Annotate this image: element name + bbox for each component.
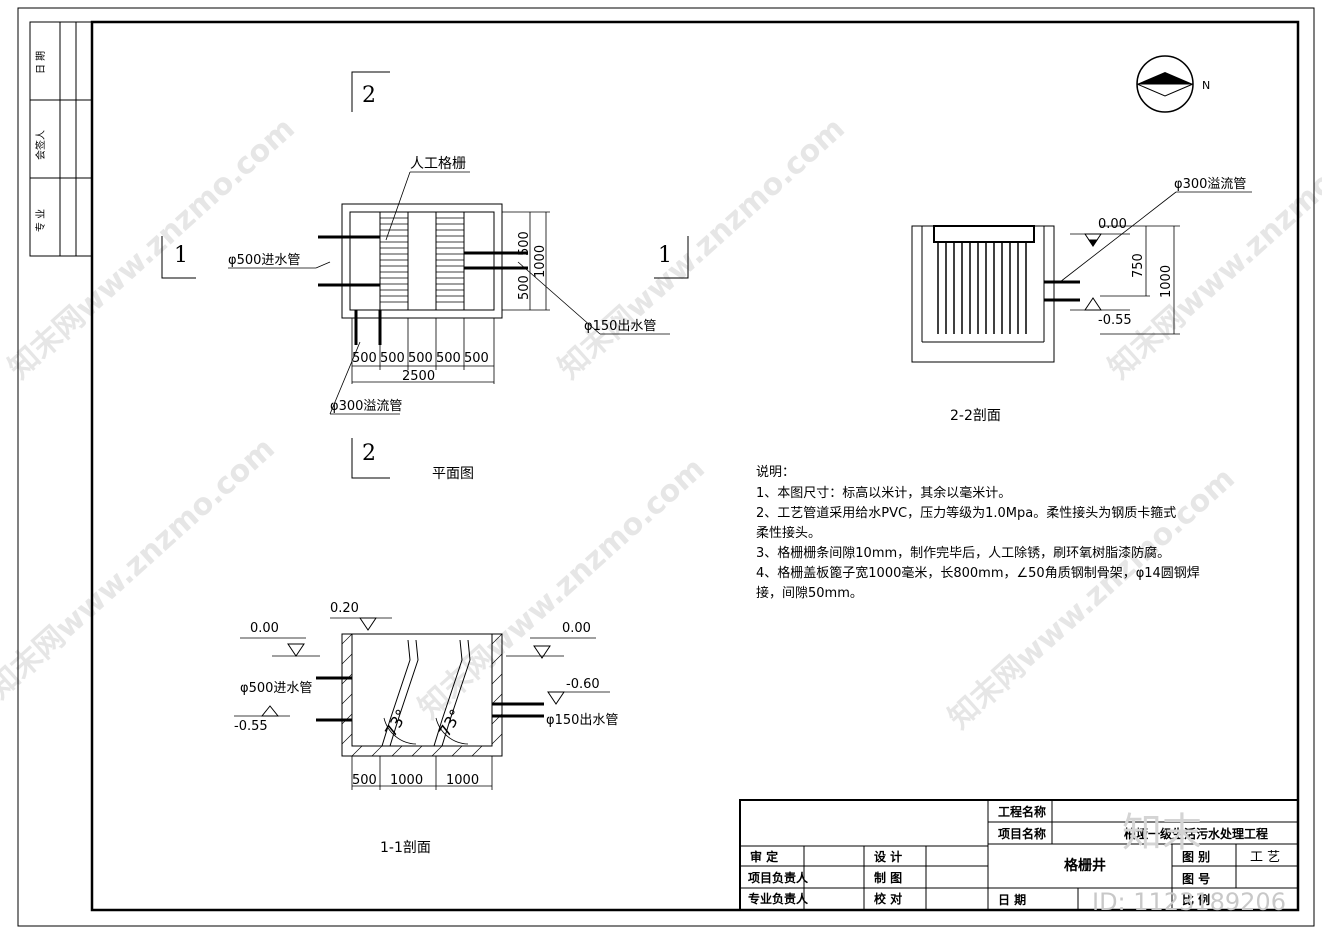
- note-line: 柔性接头。: [756, 525, 821, 541]
- s11-elev-020: 0.20: [330, 601, 359, 616]
- strip-discipline: 专 业: [34, 209, 47, 232]
- plan-labels: 2 2 1 1 人工格栅 φ500进水管 φ150出水管 φ300溢流管 500…: [174, 83, 672, 482]
- watermark: 知末网www.znzmo.com: [552, 111, 852, 386]
- tb-row-label: 校 对: [874, 891, 902, 906]
- dim-2500: 2500: [402, 369, 435, 384]
- plan-view: [161, 71, 689, 479]
- watermark-layer: 知末网www.znzmo.com 知末网www.znzmo.com 知末网www…: [0, 111, 1322, 736]
- grate-label: 人工格栅: [410, 156, 466, 172]
- tb-project-name-label: 工程名称: [998, 804, 1046, 819]
- tb-row-label: 制 图: [874, 870, 902, 885]
- s22-dim-750: 750: [1131, 253, 1146, 278]
- cut-mark-1-left: 1: [174, 243, 188, 268]
- tb-drawing-no-label: 图 号: [1182, 871, 1210, 886]
- s22-elev-bottom: -0.55: [1098, 313, 1132, 328]
- watermark: 知末网www.znzmo.com: [1102, 111, 1322, 386]
- note-line: 2、工艺管道采用给水PVC，压力等级为1.0Mpa。柔性接头为钢质卡箍式: [756, 505, 1176, 521]
- tb-row-label: 专业负责人: [748, 891, 809, 906]
- dim-500: 500: [352, 351, 377, 366]
- cut-mark-1-right: 1: [658, 243, 672, 268]
- watermark: 知末网www.znzmo.com: [0, 431, 282, 706]
- s11-title: 1-1剖面: [380, 840, 431, 856]
- s11-inlet-label: φ500进水管: [240, 681, 312, 696]
- outlet-label: φ150出水管: [584, 319, 656, 334]
- dim-right-500: 500: [517, 275, 532, 300]
- north-arrow: N: [1136, 55, 1210, 113]
- plan-title: 平面图: [432, 466, 474, 482]
- s11-outlet-label: φ150出水管: [546, 713, 618, 728]
- s11-dim-500: 500: [352, 773, 377, 788]
- dim-right-500: 500: [517, 231, 532, 256]
- tb-discipline: 工 艺: [1250, 850, 1280, 865]
- section-1-1-labels: 0.20 0.00 0.00 -0.60 -0.55 φ500进水管 φ150出…: [234, 601, 618, 856]
- notes-block: 说明： 1、本图尺寸：标高以米计，其余以毫米计。 2、工艺管道采用给水PVC，压…: [756, 465, 1200, 601]
- inlet-label: φ500进水管: [228, 253, 300, 268]
- cut-mark-2-top: 2: [362, 83, 376, 108]
- s11-elev-000-right: 0.00: [562, 621, 591, 636]
- tb-item-name-label: 项目名称: [998, 826, 1046, 841]
- s11-dim-1000: 1000: [446, 773, 479, 788]
- tb-item-name: 柏垭一级生活污水处理工程: [1124, 826, 1268, 841]
- watermark: 知末网www.znzmo.com: [412, 451, 712, 726]
- s22-title: 2-2剖面: [950, 408, 1001, 424]
- tb-row-label: 设 计: [874, 849, 902, 864]
- note-line: 4、格栅盖板篦子宽1000毫米，长800mm，∠50角质钢制骨架，φ14圆钢焊: [756, 565, 1200, 581]
- tb-drawing-name: 格栅井: [1064, 857, 1106, 874]
- s22-overflow-label: φ300溢流管: [1174, 177, 1246, 192]
- image-id: ID: 1123189206: [1092, 888, 1286, 916]
- note-line: 接，间隙50mm。: [756, 585, 863, 601]
- dim-500: 500: [380, 351, 405, 366]
- tb-row-label: 审 定: [750, 849, 778, 864]
- tb-scale-label: 比 例: [1182, 892, 1210, 907]
- title-block-labels: 工程名称 项目名称 柏垭一级生活污水处理工程 格栅井 审 定 项目负责人 专业负…: [748, 804, 1280, 907]
- tb-discipline-label: 图 别: [1182, 850, 1210, 864]
- cut-mark-2-bottom: 2: [362, 441, 376, 466]
- s11-dim-1000: 1000: [390, 773, 423, 788]
- overflow-label: φ300溢流管: [330, 399, 402, 414]
- s22-elev-top: 0.00: [1098, 217, 1127, 232]
- s11-elev-m055: -0.55: [234, 719, 268, 734]
- title-block: [739, 799, 1299, 911]
- s11-elev-000-left: 0.00: [250, 621, 279, 636]
- section-2-2: [911, 191, 1252, 363]
- dim-500: 500: [408, 351, 433, 366]
- s22-dim-1000: 1000: [1159, 265, 1174, 298]
- watermark: 知末网www.znzmo.com: [942, 461, 1242, 736]
- strip-signer: 会签人: [34, 130, 47, 160]
- note-line: 3、格栅栅条间隙10mm，制作完毕后，人工除锈，刷环氧树脂漆防腐。: [756, 545, 1170, 561]
- left-signoff-strip: 日 期 会签人 专 业: [29, 21, 93, 257]
- s11-elev-m060: -0.60: [566, 677, 600, 692]
- section-1-1: [234, 617, 610, 790]
- drawing-frame: [90, 20, 1300, 912]
- tb-date-label: 日 期: [998, 892, 1026, 907]
- section-2-2-labels: φ300溢流管 0.00 -0.55 750 1000 2-2剖面: [950, 177, 1246, 424]
- notes-heading: 说明：: [756, 465, 795, 480]
- dim-500: 500: [436, 351, 461, 366]
- north-label: N: [1202, 79, 1210, 92]
- tb-row-label: 项目负责人: [748, 870, 809, 885]
- dim-500: 500: [464, 351, 489, 366]
- strip-date: 日 期: [35, 51, 47, 74]
- sheet-border: [17, 7, 1315, 927]
- brand-logo: 知末: [1122, 810, 1202, 856]
- dim-right-1000: 1000: [533, 245, 548, 278]
- note-line: 1、本图尺寸：标高以米计，其余以毫米计。: [756, 485, 1011, 501]
